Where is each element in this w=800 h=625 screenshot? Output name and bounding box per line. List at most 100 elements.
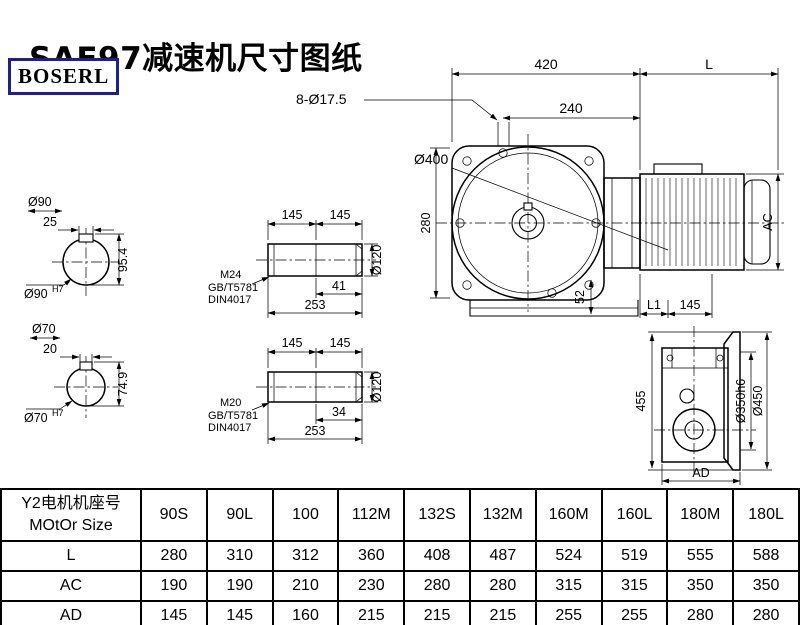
section-leader-line [451, 167, 669, 251]
dim-145: 145 [680, 298, 701, 312]
dim-flange-diameter-400: Ø400 [414, 151, 448, 167]
table-cell: 255 [600, 600, 669, 625]
table-cell: 255 [534, 600, 603, 625]
table-cell: 588 [732, 540, 800, 572]
table-cell: 145 [205, 600, 274, 625]
dim-shaft4-len-b: 145 [330, 336, 351, 350]
shaft-end-view-bottom: Ø70 20 74.9 Ø70 H7 [24, 322, 130, 425]
dim-motor-length-L: L [705, 56, 713, 72]
gearbox-side-view: 455 Ø350h6 Ø450 AD [634, 326, 772, 485]
table-cell: 230 [337, 570, 406, 602]
table-cell: 215 [337, 600, 406, 625]
dim-shaft3-len-b: 145 [330, 208, 351, 222]
motor-size-label-zh: Y2电机机座号 [21, 495, 121, 513]
table-cell: 280 [403, 570, 471, 602]
table-col-header: 90L [205, 488, 274, 542]
table-cell: 160 [271, 600, 340, 625]
dim-shaft3-diameter: Ø120 [370, 245, 384, 276]
dim-width-240: 240 [559, 100, 583, 116]
dim-shaft1-bore: Ø90 [24, 287, 48, 301]
table-corner-cell: Y2电机机座号 MOtOr Size [0, 488, 142, 542]
dim-shaft3-total-length: 253 [305, 298, 326, 312]
dim-height-455: 455 [634, 391, 648, 412]
dim-height-52: 52 [573, 290, 587, 304]
table-cell: 315 [534, 570, 603, 602]
table-cell: 310 [205, 540, 274, 572]
table-row-AC: AC 190 190 210 230 280 280 315 315 350 3… [0, 570, 800, 602]
table-col-header: 132S [403, 488, 471, 542]
table-cell: 215 [468, 600, 537, 625]
dim-shaft2-bore-tolerance: H7 [52, 408, 64, 418]
motor-size-table: Y2电机机座号 MOtOr Size 90S 90L 100 112M 132S… [0, 488, 800, 625]
table-col-header: 180L [732, 488, 800, 542]
table-col-header: 160L [600, 488, 669, 542]
table-col-header: 132M [468, 488, 537, 542]
dim-height-280: 280 [419, 213, 433, 234]
shaft-hole [518, 213, 538, 233]
dim-shaft2-bore: Ø70 [24, 411, 48, 425]
motor-body [639, 173, 745, 271]
row-label: AC [0, 570, 142, 602]
table-cell: 190 [140, 570, 208, 602]
table-cell: 312 [271, 540, 340, 572]
dim-shaft3-thread: M24 [220, 269, 241, 281]
dim-shaft1-keyway-width: 25 [43, 215, 57, 229]
brand-logo-text: BOSERL [18, 64, 110, 88]
table-cell: 315 [600, 570, 669, 602]
motor-fins [645, 178, 737, 266]
shaft-body [267, 371, 363, 403]
dim-shaft4-standard-din: DIN4017 [208, 422, 251, 434]
dim-shaft3-len-a: 145 [282, 208, 303, 222]
dim-shaft4-thread: M20 [220, 397, 241, 409]
table-col-header: 180M [666, 488, 735, 542]
table-header-row: Y2电机机座号 MOtOr Size 90S 90L 100 112M 132S… [0, 488, 800, 542]
table-col-header: 112M [337, 488, 406, 542]
table-cell: 360 [337, 540, 406, 572]
dim-shaft2-diameter: Ø70 [32, 322, 56, 336]
table-cell: 210 [271, 570, 340, 602]
inspection-plug [679, 388, 695, 404]
dim-shaft3-standard-din: DIN4017 [208, 294, 251, 306]
dim-shaft4-len-a: 145 [282, 336, 303, 350]
keyway-slot [78, 233, 94, 243]
terminal-box [653, 163, 703, 175]
table-cell: 487 [468, 540, 537, 572]
dim-flange-diameter-450: Ø450 [751, 386, 765, 417]
shaft-side-view-bottom: 145 145 Ø120 M20 GB/T5781 DIN4017 34 253 [208, 336, 384, 444]
dim-shaft2-keyway-height: 74.9 [116, 372, 130, 396]
table-cell: 408 [403, 540, 471, 572]
flange-bolt-holes [455, 148, 601, 298]
shaft-body [267, 243, 363, 277]
row-label: L [0, 540, 142, 572]
table-col-header: 90S [140, 488, 208, 542]
dim-shaft3-step-length: 41 [332, 279, 346, 293]
fan-cover [743, 179, 771, 265]
table-cell: 350 [666, 570, 735, 602]
technical-drawing: Ø90 25 95.4 Ø90 H7 Ø70 20 74.9 Ø70 [24, 56, 786, 485]
mounting-circle-inner [457, 152, 599, 294]
table-cell: 190 [205, 570, 274, 602]
row-label: AD [0, 600, 142, 625]
dim-shaft1-diameter: Ø90 [28, 195, 52, 209]
dim-shaft4-standard-gb: GB/T5781 [208, 410, 258, 422]
table-cell: 215 [403, 600, 471, 625]
output-shaft-circle [684, 420, 704, 440]
dim-shaft4-step-length: 34 [332, 405, 346, 419]
shaft-end-view-top: Ø90 25 95.4 Ø90 H7 [24, 195, 130, 301]
keyway-slot [79, 361, 93, 371]
table-cell: 350 [732, 570, 800, 602]
dim-shaft4-diameter: Ø120 [370, 372, 384, 403]
dim-overall-420: 420 [534, 56, 558, 72]
dim-motor-diameter-AC: AC [761, 213, 775, 230]
table-cell: 145 [140, 600, 208, 625]
housing-profile [661, 347, 729, 463]
dim-shaft1-keyway-height: 95.4 [116, 248, 130, 272]
table-cell: 280 [140, 540, 208, 572]
hub-keyway [523, 202, 533, 211]
table-cell: 280 [468, 570, 537, 602]
table-row-L: L 280 310 312 360 408 487 524 519 555 58… [0, 540, 800, 572]
table-row-AD: AD 145 145 160 215 215 215 255 255 280 2… [0, 600, 800, 625]
dim-bolt-holes: 8-Ø17.5 [296, 91, 347, 107]
dim-L1: L1 [647, 298, 661, 312]
